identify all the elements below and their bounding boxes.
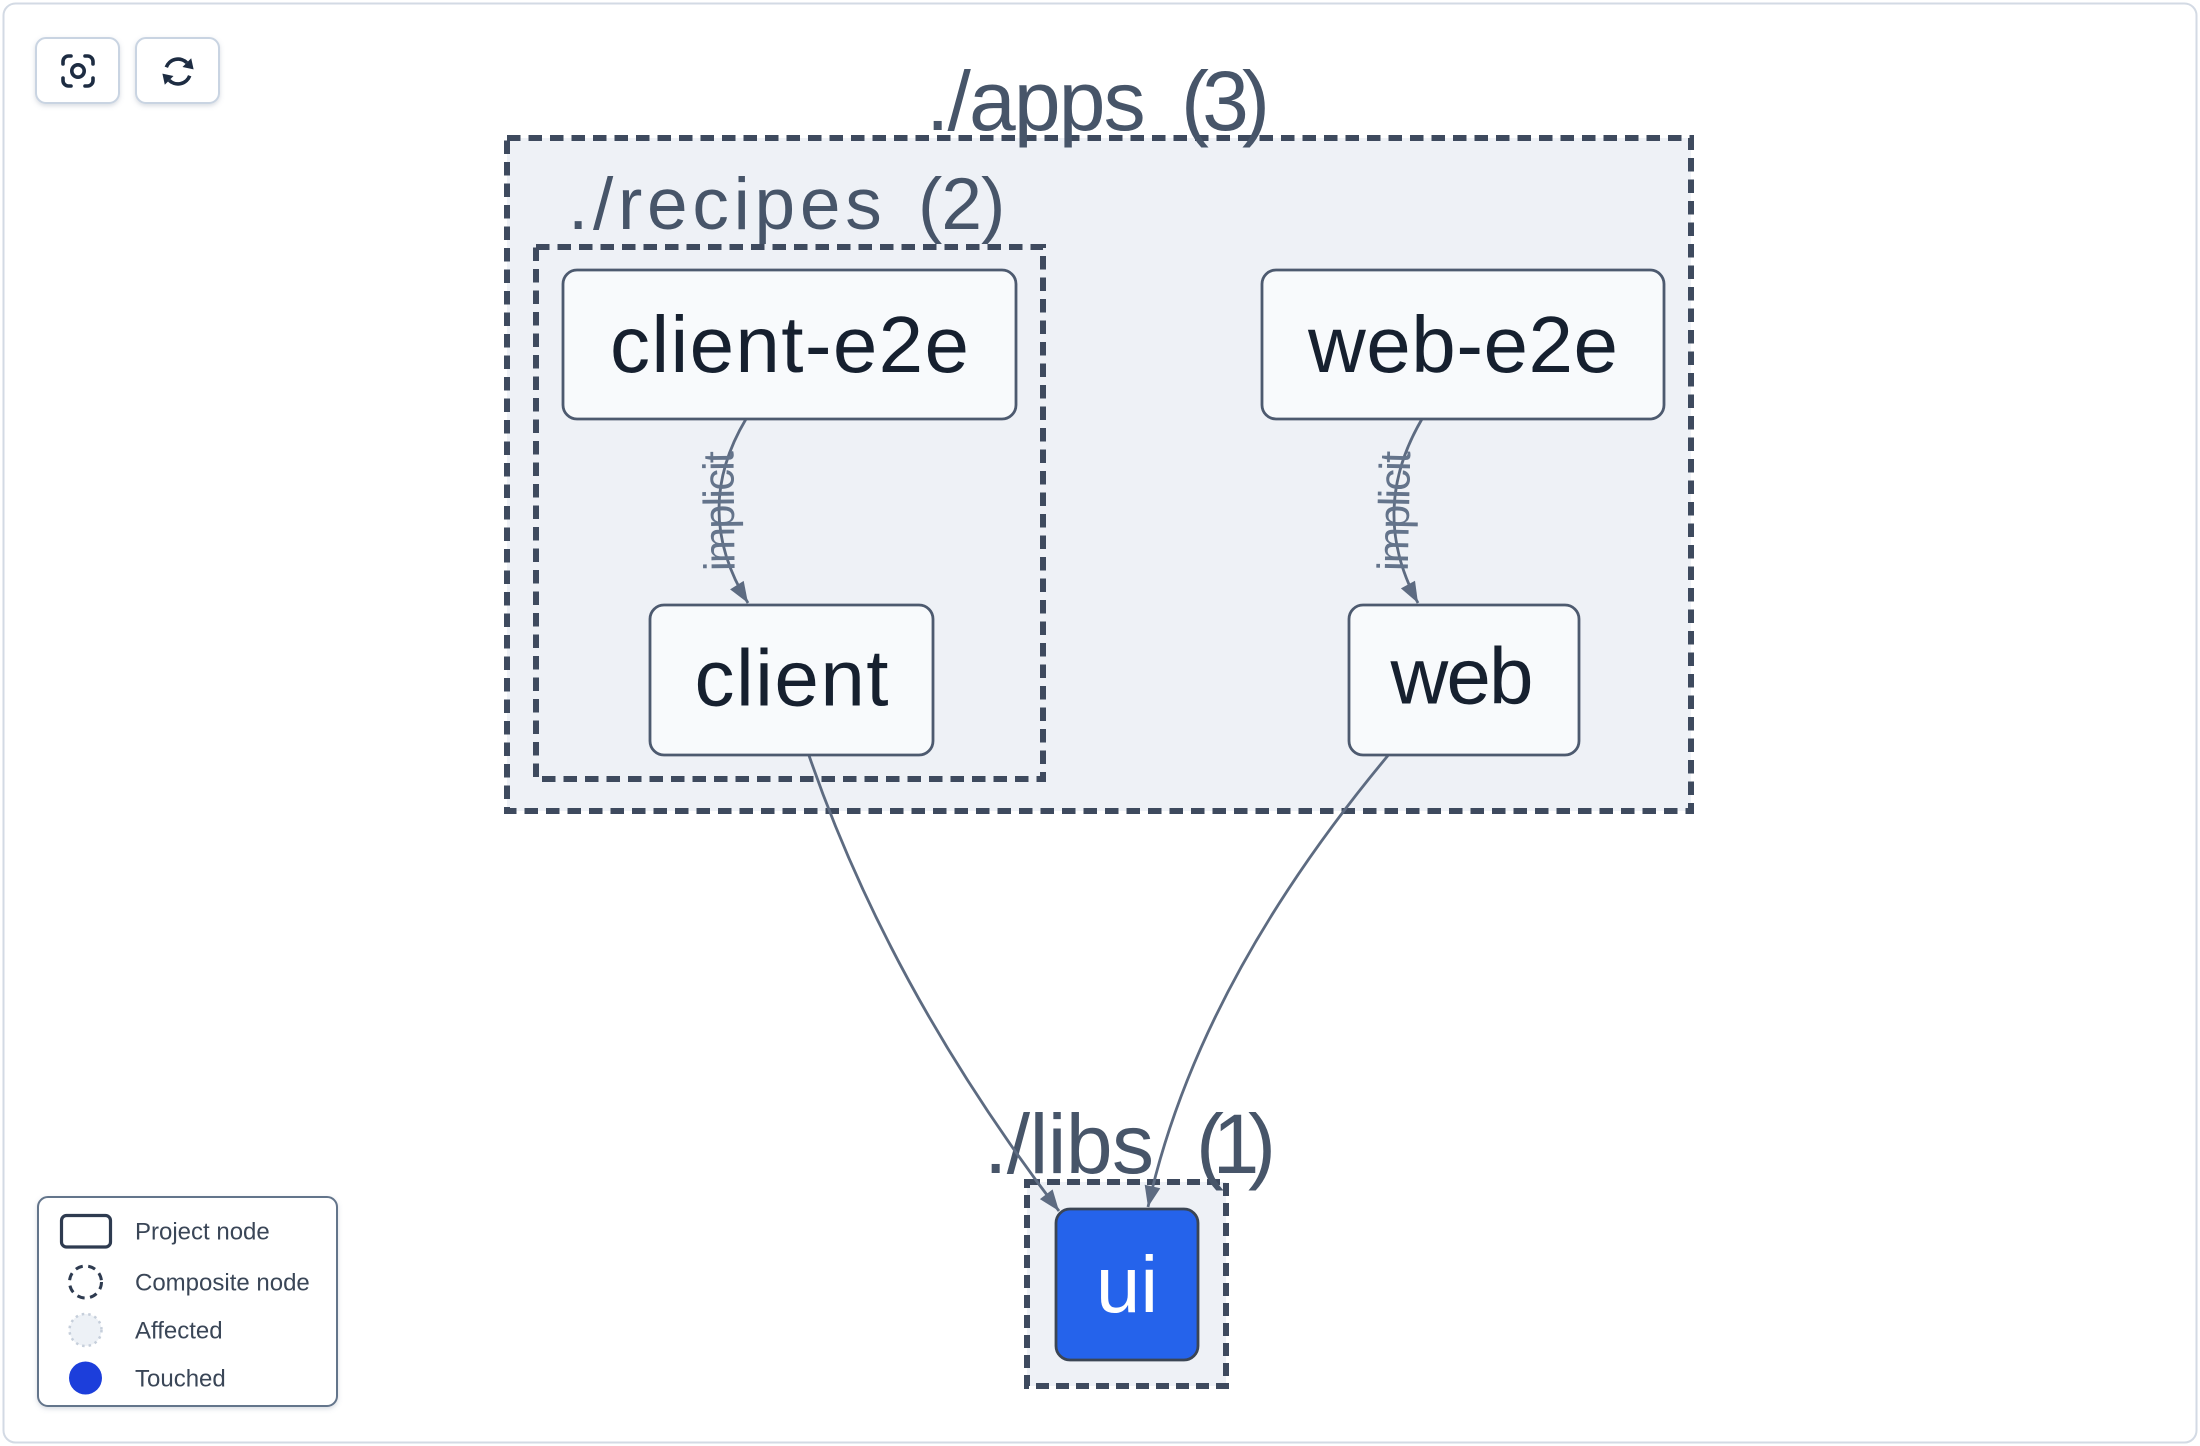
svg-text:(3): (3) (1181, 54, 1270, 148)
svg-text:web: web (1390, 632, 1534, 721)
svg-text:client-e2e: client-e2e (610, 300, 969, 389)
svg-text:Touched: Touched (135, 1366, 226, 1393)
svg-text:web-e2e: web-e2e (1307, 300, 1618, 389)
svg-text:Project node: Project node (135, 1219, 270, 1246)
svg-text:ui: ui (1096, 1240, 1158, 1329)
svg-text:./libs: ./libs (984, 1097, 1154, 1191)
svg-text:implicit: implicit (695, 451, 744, 571)
svg-text:implicit: implicit (1370, 451, 1421, 572)
svg-text:client: client (695, 634, 889, 723)
svg-text:Composite node: Composite node (135, 1270, 310, 1297)
svg-text:(1): (1) (1196, 1097, 1276, 1191)
svg-text:./apps: ./apps (926, 54, 1146, 148)
svg-text:(2): (2) (918, 164, 1005, 245)
svg-text:./recipes: ./recipes (568, 164, 882, 245)
svg-text:Affected: Affected (135, 1318, 223, 1345)
